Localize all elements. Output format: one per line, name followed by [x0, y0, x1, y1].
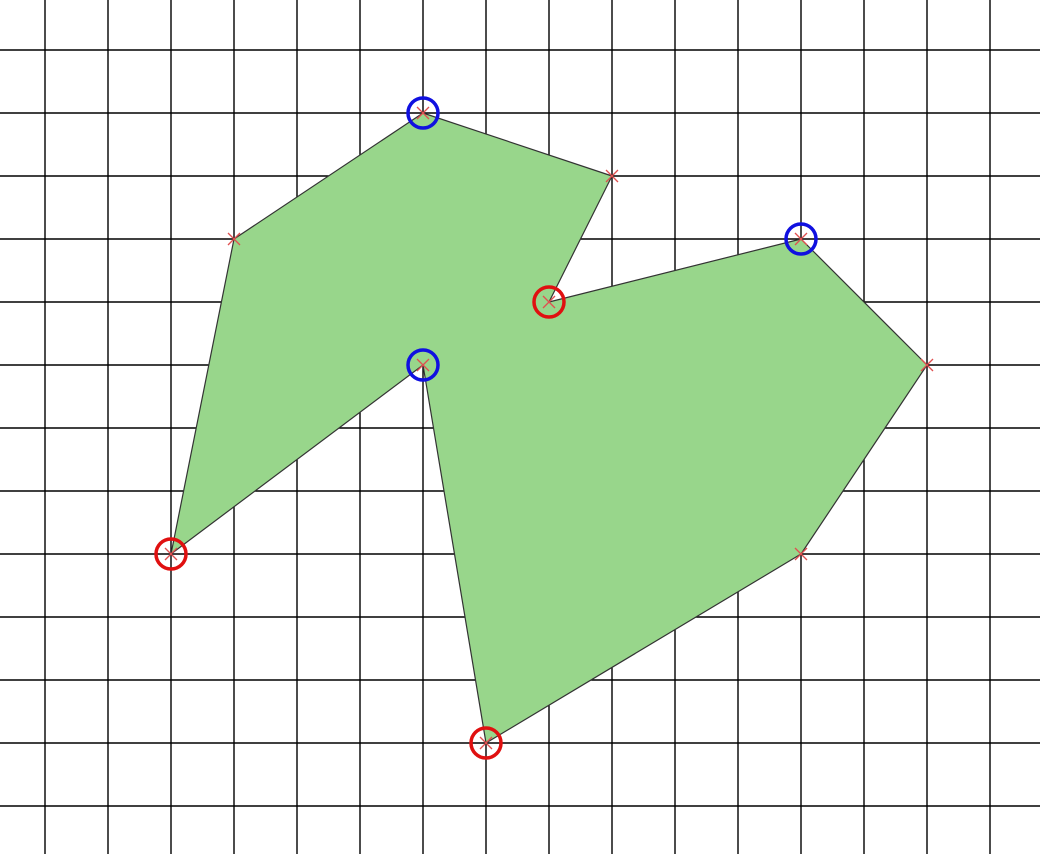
- vertex-marker: [794, 547, 808, 561]
- marker-stroke: [542, 295, 556, 309]
- marker-stroke: [920, 358, 934, 372]
- vertex-marker: [479, 736, 493, 750]
- marker-stroke: [794, 232, 808, 246]
- vertex-marker: [542, 295, 556, 309]
- red-circle-marker: [154, 537, 188, 571]
- red-circle-marker: [469, 726, 503, 760]
- vertex-marker: [920, 358, 934, 372]
- marker-stroke: [416, 358, 430, 372]
- vertex-marker: [416, 106, 430, 120]
- vertex-marker: [164, 547, 178, 561]
- vertex-marker: [227, 232, 241, 246]
- vertex-markers: [164, 106, 934, 750]
- vertex-marker: [794, 232, 808, 246]
- blue-circle-marker: [406, 348, 440, 382]
- polygon-layer: [170, 112, 928, 744]
- marker-stroke: [794, 547, 808, 561]
- marker-stroke: [479, 736, 493, 750]
- marker-stroke: [227, 232, 241, 246]
- blue-circle-marker: [406, 96, 440, 130]
- circled-points: [154, 96, 818, 760]
- vertex-marker: [416, 358, 430, 372]
- marker-stroke: [605, 169, 619, 183]
- marker-stroke: [416, 106, 430, 120]
- green-polygon: [170, 112, 928, 744]
- marker-stroke: [164, 547, 178, 561]
- vertex-marker: [605, 169, 619, 183]
- blue-circle-marker: [784, 222, 818, 256]
- red-circle-marker: [532, 285, 566, 319]
